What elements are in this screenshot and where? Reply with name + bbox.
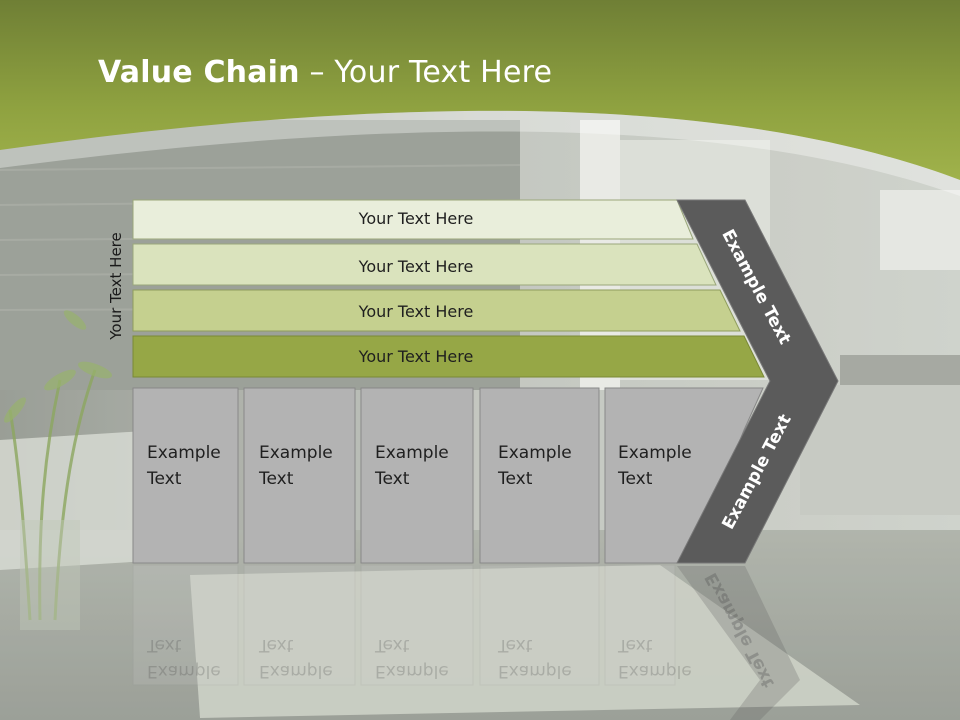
box-1-reflection: Example Text [147,635,221,681]
title-rest: – Your Text Here [299,55,553,90]
band-1 [132,199,694,240]
box-2-reflection: Example Text [259,635,333,681]
title-bold: Value Chain [98,55,300,90]
box-1 [132,387,239,564]
box-3-line1: Example [375,443,449,463]
box-5-line2: Text [618,469,653,489]
band-4-label: Your Text Here [358,347,474,366]
box-3-reflection: Example Text [375,635,449,681]
band-3 [132,289,741,332]
box-4-line2: Text [498,469,533,489]
box-2 [243,387,356,564]
chevron-arrow [676,199,839,564]
box-1-label: Example Text [147,440,221,492]
band-2-label: Your Text Here [358,257,474,276]
box-1-line2: Text [147,469,182,489]
band-3-label: Your Text Here [358,302,474,321]
box-3-line2: Text [375,469,410,489]
box-5-line1: Example [618,443,692,463]
box-3 [360,387,474,564]
band-1-label: Your Text Here [358,209,474,228]
box-2-line2: Text [259,469,294,489]
box-3-label: Example Text [375,440,449,492]
box-2-line1: Example [259,443,333,463]
box-4-label: Example Text [498,440,572,492]
box-4-reflection: Example Text [498,635,572,681]
band-2 [132,243,717,286]
box-4 [479,387,600,564]
chevron-reflection [677,566,800,720]
box-2-label: Example Text [259,440,333,492]
box-5-label: Example Text [618,440,692,492]
band-4 [132,335,765,378]
box-5-reflection: Example Text [618,635,692,681]
box-1-line1: Example [147,443,221,463]
page-title: Value Chain – Your Text Here [98,55,552,90]
box-4-line1: Example [498,443,572,463]
boxes-reflection [132,564,676,686]
